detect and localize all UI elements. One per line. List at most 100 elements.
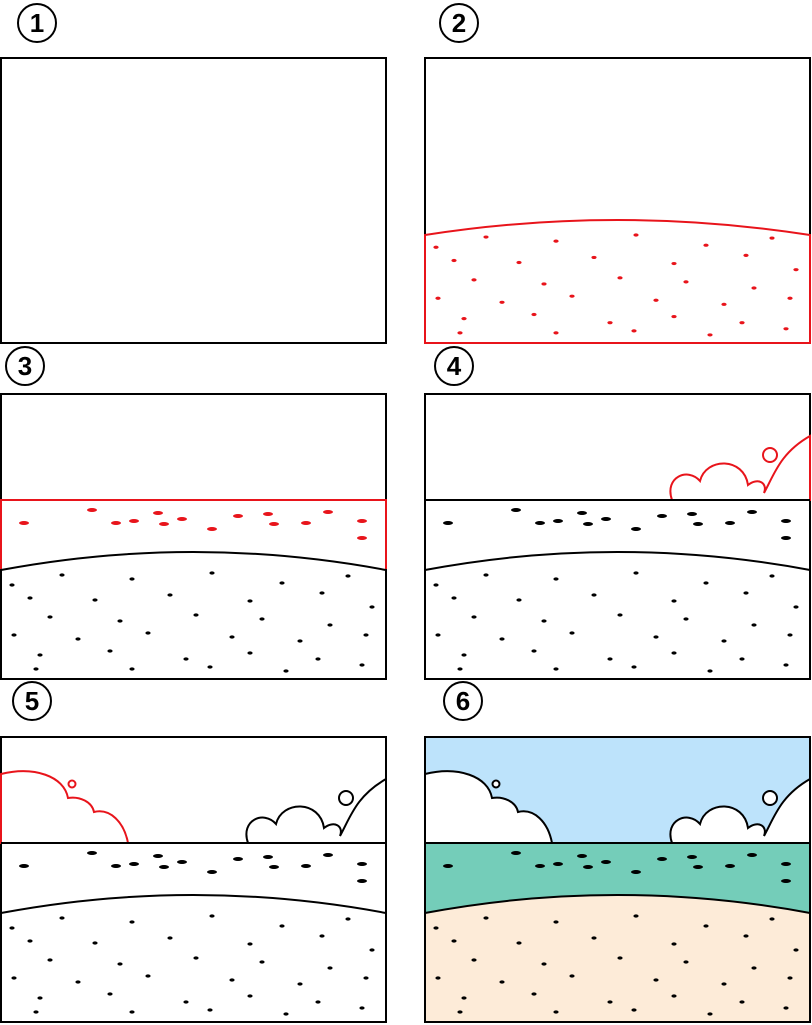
sand-dot-icon <box>769 917 775 921</box>
sand-dot-icon <box>451 939 457 943</box>
sand-dot-icon <box>359 1006 365 1010</box>
sand-dot-icon <box>129 920 135 924</box>
sand-dot-icon <box>633 914 639 918</box>
wave-dashes <box>443 851 791 883</box>
wave-dash-icon <box>357 519 367 523</box>
sand-dot-icon <box>531 312 537 317</box>
sand-dot-icon <box>345 917 351 921</box>
sand-dot-icon <box>27 596 33 600</box>
sand-dot-icon <box>433 926 439 930</box>
sand-dots <box>9 571 375 673</box>
cloud-shape <box>245 777 387 844</box>
wave-dash-icon <box>657 514 667 518</box>
sand-dot-icon <box>451 596 457 600</box>
sand-dot-icon <box>751 623 757 627</box>
cloud-shape <box>669 777 811 844</box>
sand-dot-icon <box>229 635 235 639</box>
sand-dot-icon <box>27 939 33 943</box>
wave-dash-icon <box>601 517 611 521</box>
sand-area <box>0 894 387 1023</box>
sand-dot-icon <box>319 934 325 938</box>
sand-dot-icon <box>129 1010 135 1014</box>
sand-dot-icon <box>145 631 151 635</box>
sand-dot-icon <box>483 573 489 577</box>
sand-dot-icon <box>75 980 81 984</box>
sand-dot-icon <box>607 1000 613 1004</box>
sand-area <box>424 551 811 680</box>
sand-dot-icon <box>75 637 81 641</box>
sand-dot-icon <box>315 657 321 661</box>
sand-dot-icon <box>703 243 709 247</box>
step-1-panel <box>0 57 387 344</box>
sand-area <box>0 551 387 680</box>
step-3-panel <box>0 393 387 680</box>
sand-dot-icon <box>433 245 439 249</box>
cloud-shape <box>424 770 554 844</box>
wave-dashes <box>19 508 367 540</box>
sand-dot-icon <box>209 571 215 575</box>
sand-dot-icon <box>145 974 151 978</box>
sand-dot-icon <box>499 980 505 984</box>
sand-dot-icon <box>59 573 65 577</box>
wave-dash-icon <box>781 862 791 866</box>
sand-dot-icon <box>107 649 113 653</box>
step-6-badge: 6 <box>443 681 483 721</box>
sand-dot-icon <box>283 1012 289 1016</box>
sand-dot-icon <box>435 976 441 980</box>
wave-dash-icon <box>511 508 521 512</box>
sand-dot-icon <box>47 958 53 962</box>
step-2-badge: 2 <box>439 3 479 43</box>
sand-dot-icon <box>167 936 173 940</box>
cloud-icon <box>669 777 811 844</box>
sand-dot-icon <box>793 948 799 952</box>
step-4-badge: 4 <box>434 346 474 386</box>
sand-dot-icon <box>683 280 689 284</box>
sand-dot-icon <box>259 617 265 621</box>
wave-dash-icon <box>233 857 243 861</box>
sand-dot-icon <box>707 1012 713 1016</box>
sand-dot-icon <box>247 994 253 998</box>
cloud-bubble <box>762 790 778 806</box>
cloud-shape <box>669 434 811 501</box>
wave-dash-icon <box>583 865 593 869</box>
sand-dot-icon <box>279 581 285 585</box>
wave-dash-icon <box>553 519 563 523</box>
wave-dash-icon <box>687 855 697 859</box>
sand-dot-icon <box>553 667 559 671</box>
wave-dash-icon <box>693 522 703 526</box>
wave-dash-icon <box>601 860 611 864</box>
wave-dash-icon <box>153 511 163 515</box>
sand-dot-icon <box>617 276 623 280</box>
sand-dot-icon <box>653 635 659 639</box>
sand-dot-icon <box>607 321 613 325</box>
sand-dot-icon <box>739 657 745 661</box>
sand-dot-icon <box>783 1006 789 1010</box>
sand-dot-icon <box>471 278 477 282</box>
step-6-panel <box>424 736 811 1023</box>
sand-dot-icon <box>553 1010 559 1014</box>
cloud-icon <box>245 777 387 844</box>
sand-dot-icon <box>707 333 713 337</box>
sand-dot-icon <box>769 574 775 578</box>
cloud-bubble <box>67 779 77 789</box>
sand-dot-icon <box>516 941 522 945</box>
sand-dot-icon <box>11 633 17 637</box>
sand-dot-icon <box>787 633 793 637</box>
sand-dot-icon <box>633 571 639 575</box>
step-5-badge: 5 <box>12 681 52 721</box>
wave-dashes <box>19 851 367 883</box>
wave-dash-icon <box>159 865 169 869</box>
sand-dot-icon <box>751 286 757 290</box>
wave-dash-icon <box>111 521 121 525</box>
sand-dot-icon <box>117 962 123 966</box>
sand-dot-icon <box>283 669 289 673</box>
sand-dot-icon <box>11 976 17 980</box>
cloud-bubble <box>338 790 354 806</box>
sand-dot-icon <box>703 924 709 928</box>
wave-dash-icon <box>511 851 521 855</box>
sand-dot-icon <box>471 615 477 619</box>
sand-dot-icon <box>683 617 689 621</box>
wave-dash-icon <box>631 870 641 874</box>
sand-dot-icon <box>743 253 749 257</box>
sand-dot-icon <box>37 996 43 1000</box>
